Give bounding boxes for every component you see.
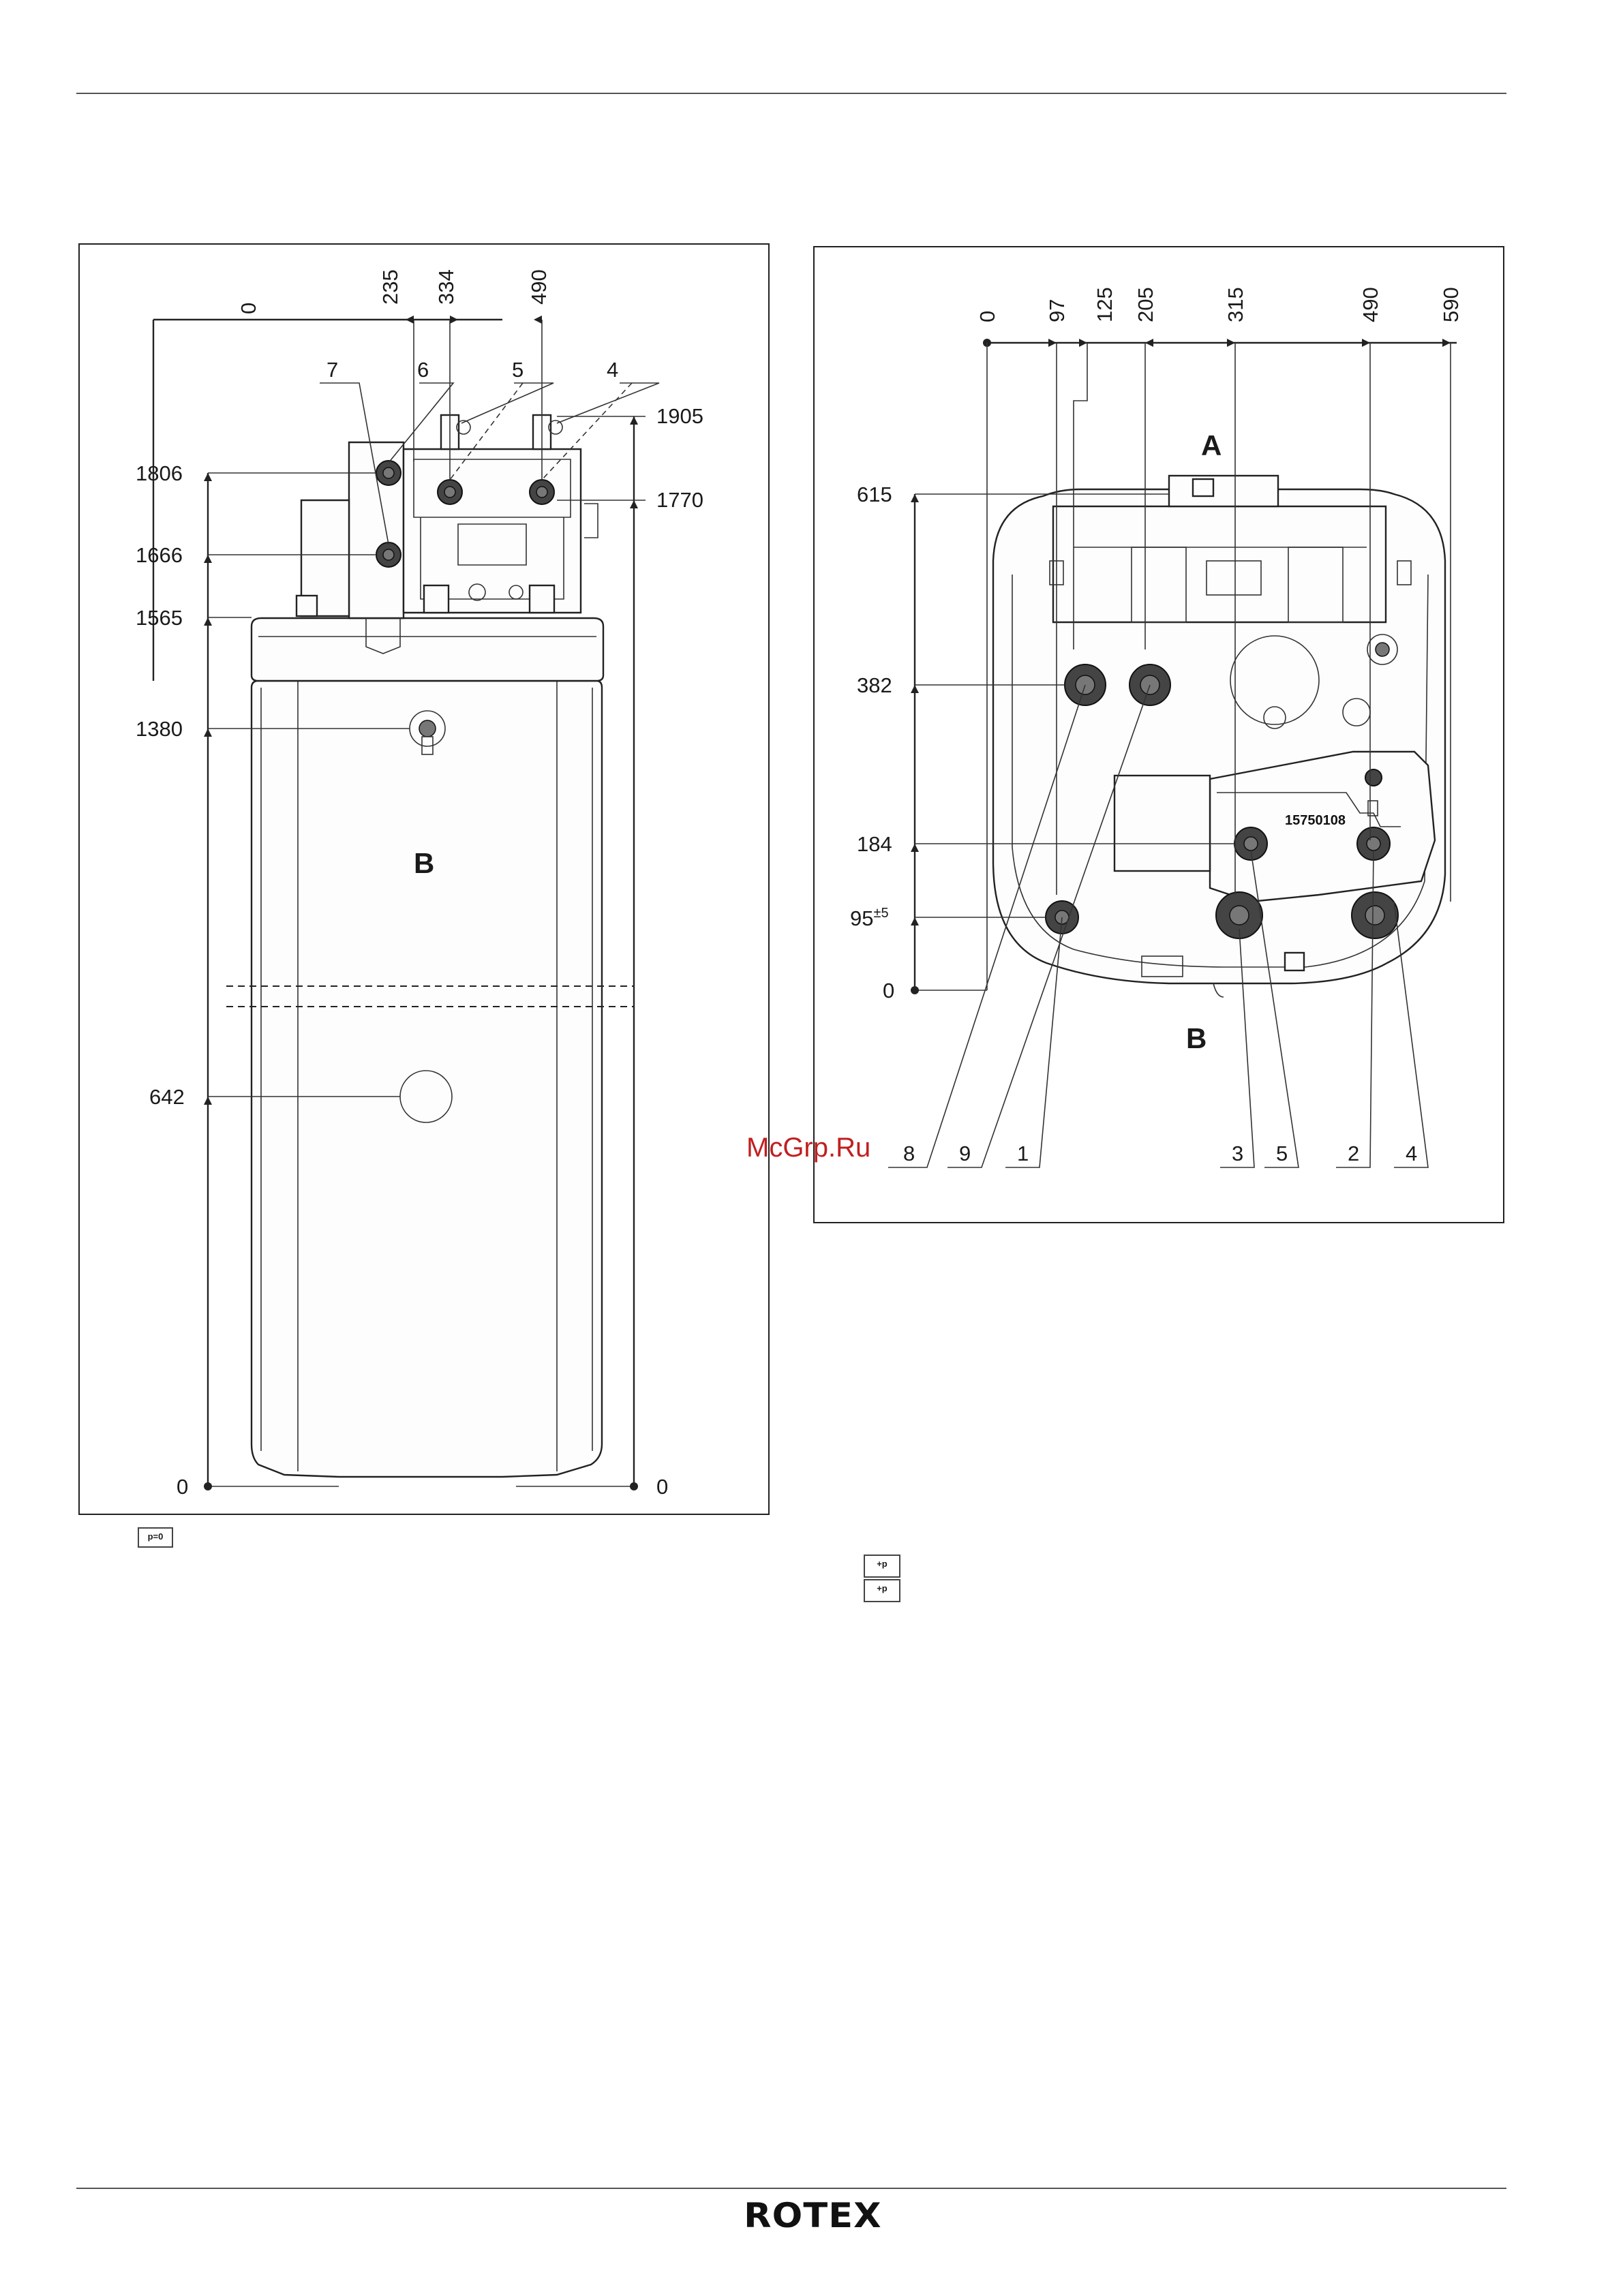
top-dim-490: 490 bbox=[1359, 287, 1382, 322]
side-view-drawing: 0 235 334 490 1806 1666 1565 1380 642 0 … bbox=[80, 245, 768, 1514]
callout-5: 5 bbox=[1276, 1142, 1288, 1165]
callout-4: 4 bbox=[607, 358, 618, 382]
top-dim-125: 125 bbox=[1093, 287, 1117, 322]
top-dim-235: 235 bbox=[378, 269, 402, 305]
callout-4: 4 bbox=[1406, 1142, 1417, 1165]
left-dim-642: 642 bbox=[149, 1085, 185, 1109]
callout-9: 9 bbox=[959, 1142, 971, 1165]
left-dim-1806: 1806 bbox=[136, 461, 183, 485]
side-view-diagram: 0 235 334 490 1806 1666 1565 1380 642 0 … bbox=[78, 243, 770, 1515]
zone-label-b: B bbox=[1186, 1022, 1207, 1054]
callout-5: 5 bbox=[512, 358, 524, 382]
pressure-zero-symbol: p=0 bbox=[138, 1527, 173, 1548]
valve-5 bbox=[441, 415, 470, 449]
left-dim-1565: 1565 bbox=[136, 606, 183, 630]
valve-4 bbox=[533, 415, 562, 449]
left-dim-0: 0 bbox=[177, 1475, 188, 1499]
callout-7: 7 bbox=[327, 358, 338, 382]
pressure-plus-symbol: +p bbox=[864, 1555, 900, 1578]
right-dim-0: 0 bbox=[656, 1475, 668, 1499]
top-dim-0: 0 bbox=[975, 311, 999, 322]
brand-logo: ROTEX bbox=[744, 2196, 881, 2235]
top-dim-315: 315 bbox=[1224, 287, 1247, 322]
callout-2: 2 bbox=[1348, 1142, 1359, 1165]
right-dim-1770: 1770 bbox=[656, 488, 703, 512]
callout-6: 6 bbox=[417, 358, 429, 382]
left-dim-1380: 1380 bbox=[136, 717, 183, 741]
callout-3: 3 bbox=[1232, 1142, 1243, 1165]
top-dim-490: 490 bbox=[527, 269, 551, 305]
zone-label-b: B bbox=[414, 847, 434, 879]
callout-1: 1 bbox=[1017, 1142, 1029, 1165]
top-view-drawing: 15750108 0 bbox=[815, 247, 1503, 1222]
tank-body bbox=[252, 681, 602, 1477]
top-dim-590: 590 bbox=[1439, 287, 1463, 322]
top-dim-334: 334 bbox=[434, 269, 458, 305]
pressure-plus-symbol-2: +p bbox=[864, 1579, 900, 1602]
zone-label-a: A bbox=[1201, 429, 1222, 461]
top-dim-205: 205 bbox=[1134, 287, 1157, 322]
header-rule bbox=[76, 93, 1506, 94]
left-dim-615: 615 bbox=[857, 483, 892, 506]
left-dim-1666: 1666 bbox=[136, 543, 183, 567]
footer-rule bbox=[76, 2188, 1506, 2189]
top-dim-97: 97 bbox=[1045, 299, 1069, 322]
left-dim-382: 382 bbox=[857, 673, 892, 697]
callout-8: 8 bbox=[903, 1142, 915, 1165]
right-dim-1905: 1905 bbox=[656, 404, 703, 428]
left-dim-0: 0 bbox=[883, 979, 894, 1002]
watermark-text: McGrp.Ru bbox=[746, 1133, 870, 1163]
tank-lid bbox=[252, 618, 603, 681]
left-dim-95: 95±5 bbox=[850, 906, 889, 930]
top-view-diagram: 15750108 0 bbox=[813, 246, 1504, 1223]
part-number: 15750108 bbox=[1285, 813, 1346, 828]
left-dim-184: 184 bbox=[857, 832, 892, 856]
top-dim-0: 0 bbox=[237, 303, 260, 314]
